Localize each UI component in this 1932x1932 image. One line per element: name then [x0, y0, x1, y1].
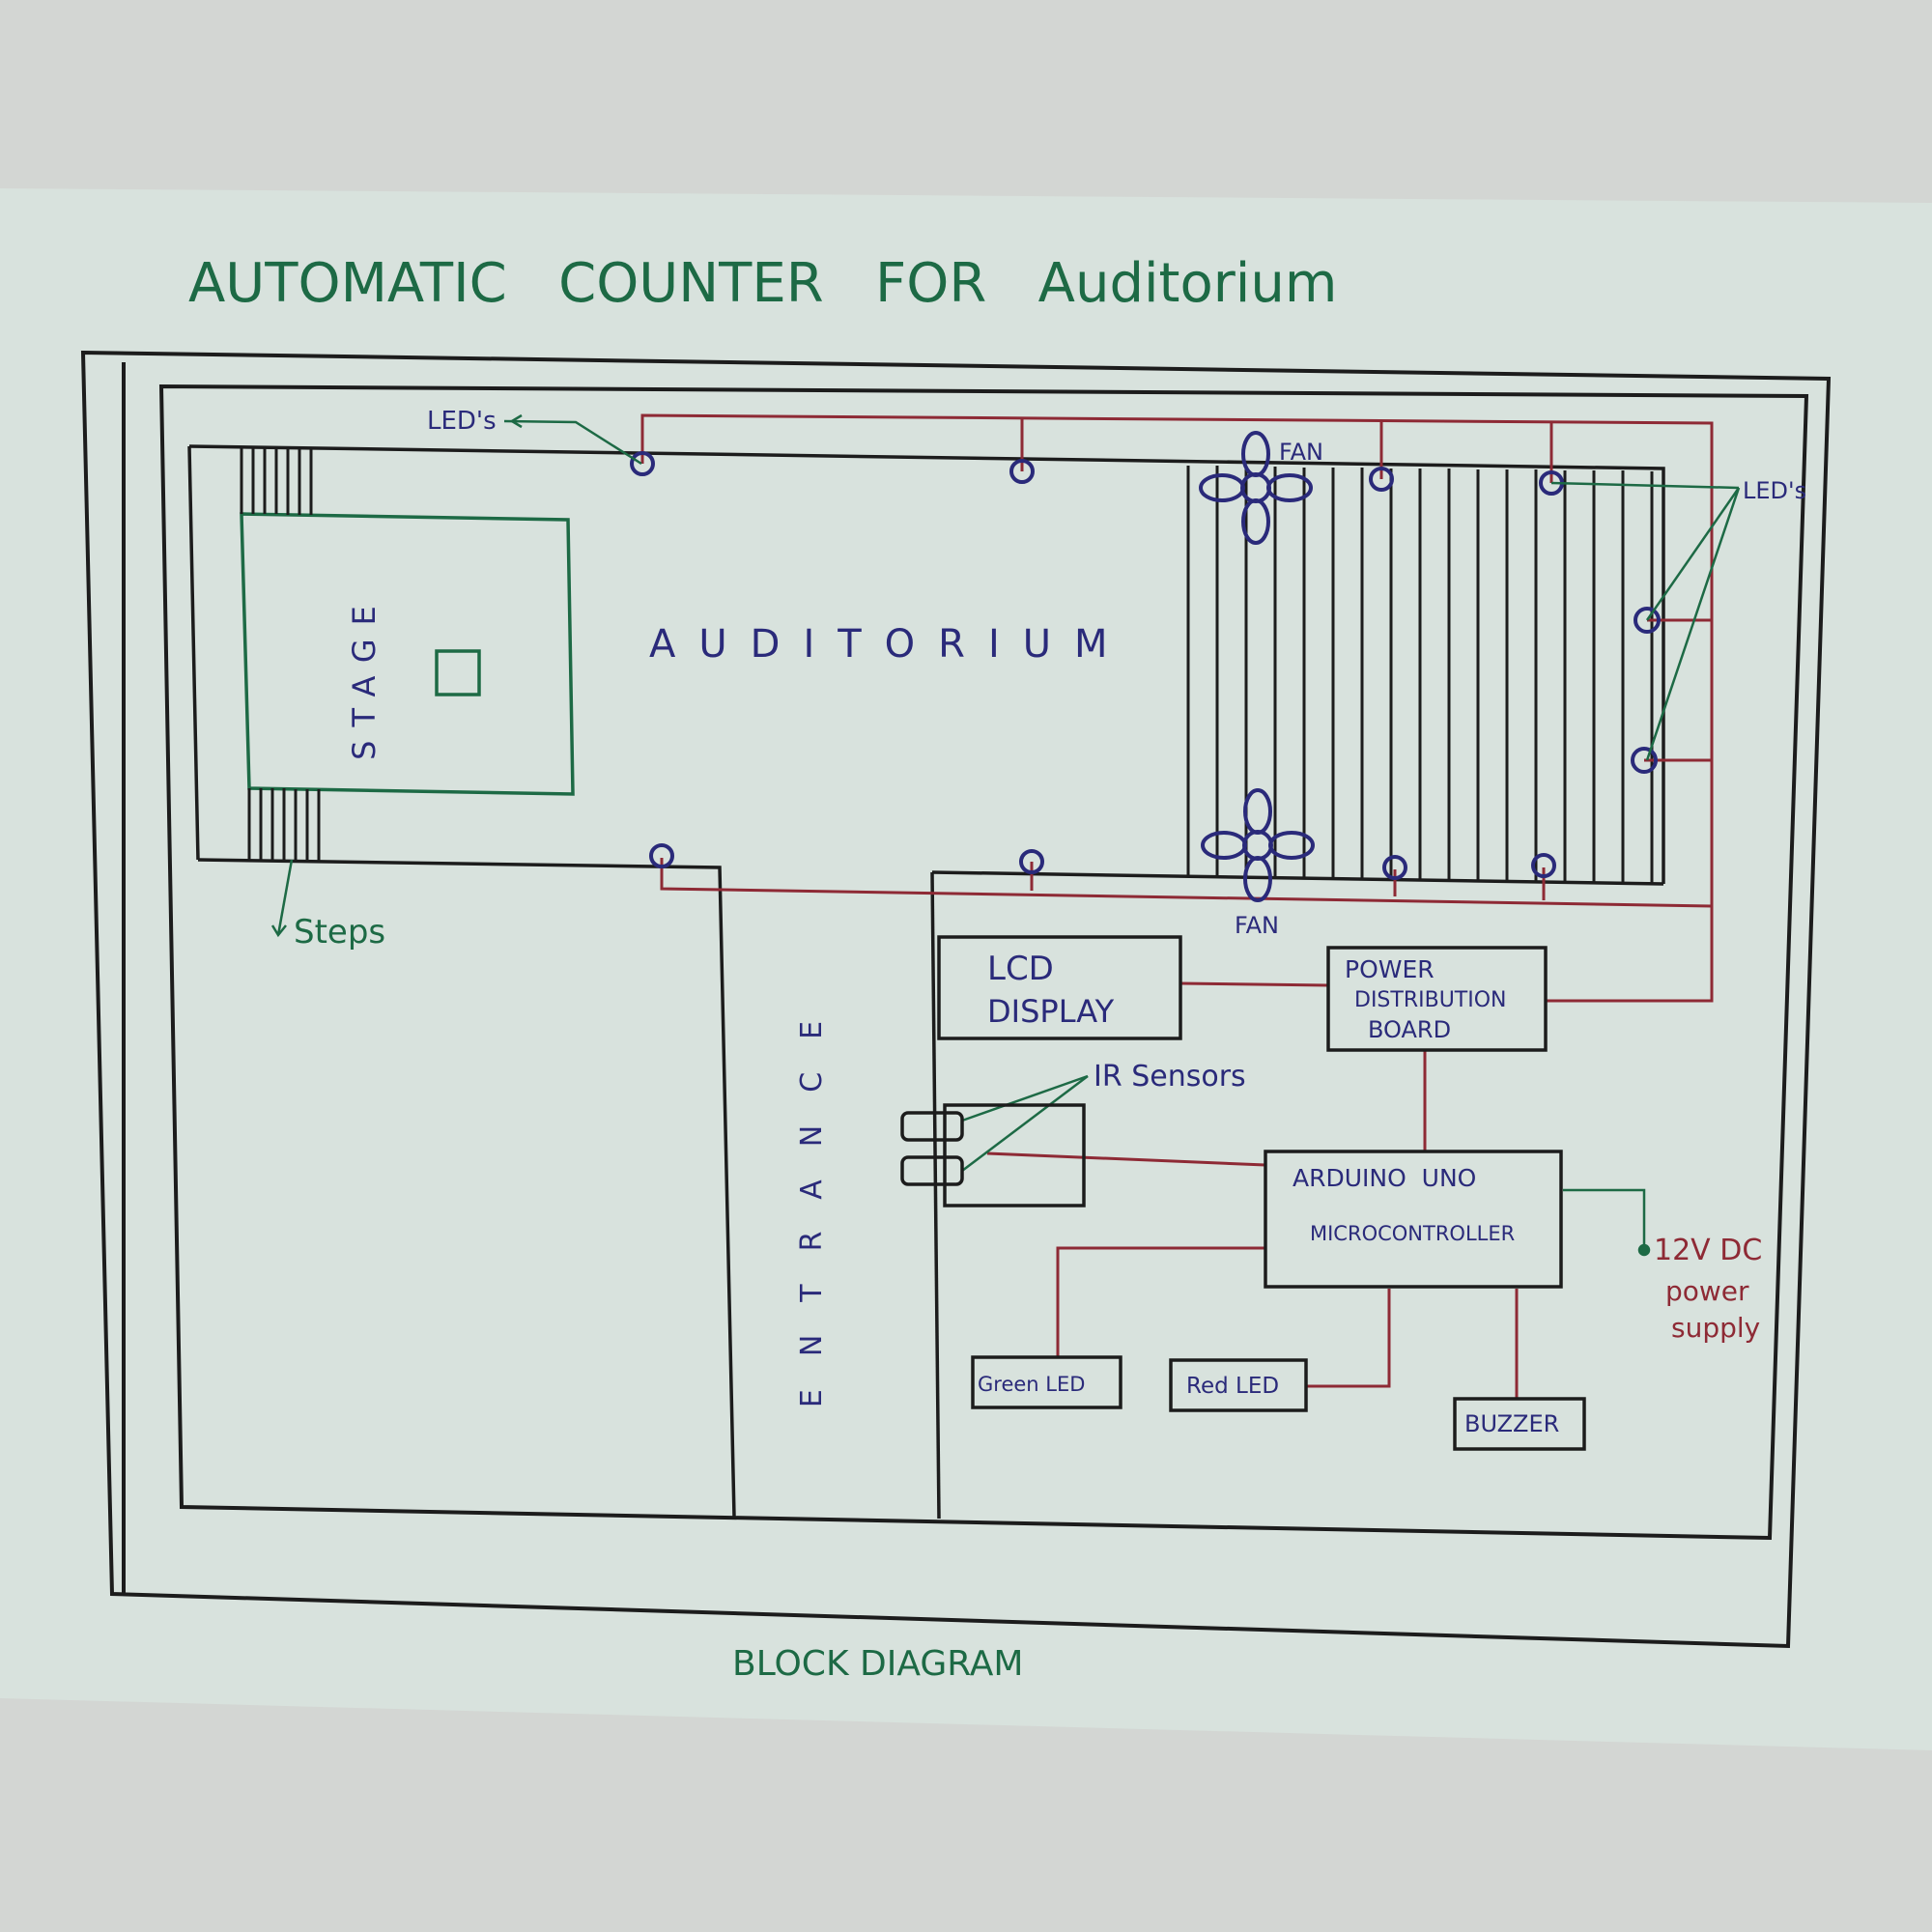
arduino-label: MICROCONTROLLER [1310, 1222, 1515, 1245]
buzzer-label: BUZZER [1464, 1410, 1559, 1437]
entrance-label: ENTRANCE [795, 988, 829, 1407]
led-node [649, 843, 674, 868]
lcd-display-block [937, 935, 1182, 1040]
power-distribution-label: BOARD [1368, 1016, 1451, 1043]
green-led-block [971, 1355, 1122, 1409]
power-distribution-label: DISTRIBUTION [1354, 988, 1507, 1012]
diagram-caption: BLOCK DIAGRAM [732, 1644, 1023, 1684]
stage-podium [435, 649, 481, 696]
fan-icon [1201, 788, 1315, 902]
led-node [1019, 849, 1044, 874]
outer-frames [80, 350, 1832, 1649]
power-supply-label: 12V DC [1654, 1234, 1762, 1267]
label-leaders [270, 413, 1741, 1257]
stage-label: STAGE [346, 592, 383, 760]
stage-platform [240, 512, 575, 796]
led-node [1369, 467, 1394, 492]
ir-sensor-unit [900, 1103, 1086, 1208]
stage-steps [240, 447, 321, 863]
power-supply-label: supply [1671, 1312, 1760, 1344]
led-nodes [630, 451, 1661, 880]
led-node [1009, 459, 1035, 484]
steps-label: Steps [294, 913, 385, 952]
arduino-label: ARDUINO UNO [1293, 1164, 1476, 1192]
led-node [1382, 855, 1407, 880]
fan-label-top: FAN [1279, 439, 1323, 466]
red-led-label: Red LED [1186, 1374, 1279, 1399]
arduino-block [1264, 1150, 1563, 1289]
led-node [630, 451, 655, 476]
led-node [1631, 747, 1658, 774]
led-node [1634, 607, 1661, 634]
leds-label-right: LED's [1743, 477, 1806, 504]
buzzer-block [1453, 1397, 1586, 1451]
auditorium-walls [187, 444, 1665, 1520]
power-distribution-block [1326, 946, 1548, 1052]
green-led-label: Green LED [978, 1373, 1085, 1396]
led-node [1531, 853, 1556, 878]
ir-sensors-label: IR Sensors [1094, 1060, 1246, 1094]
fan-icon [1199, 431, 1313, 545]
diagram-title: AUTOMATIC COUNTER FOR Auditorium [188, 252, 1337, 315]
leds-label-left: LED's [427, 407, 497, 436]
auditorium-label: AUDITORIUM [649, 622, 1131, 667]
power-supply-label: power [1665, 1275, 1749, 1307]
power-distribution-label: POWER [1345, 955, 1435, 983]
lcd-label: LCD [987, 950, 1054, 988]
fan-label-bottom: FAN [1235, 912, 1279, 939]
red-led-block [1169, 1358, 1308, 1412]
lcd-label: DISPLAY [987, 993, 1115, 1030]
